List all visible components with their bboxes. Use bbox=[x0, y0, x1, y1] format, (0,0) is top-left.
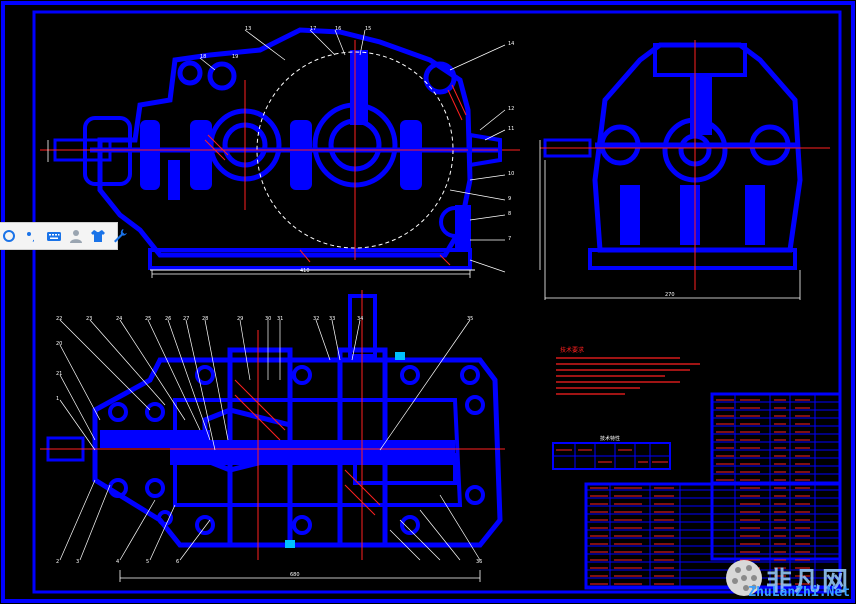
balloon-label: 20 bbox=[56, 341, 62, 347]
table-title: 技术特性 bbox=[600, 435, 620, 442]
balloon-label: 24 bbox=[116, 316, 122, 322]
side-view: 270 bbox=[539, 40, 830, 300]
wrench-icon[interactable] bbox=[112, 227, 128, 245]
plan-view: 680 bbox=[40, 290, 505, 582]
balloon-labels-top: 18 19 17 16 15 13 14 12 11 10 9 8 7 bbox=[200, 26, 514, 242]
user-icon[interactable] bbox=[68, 227, 84, 245]
zoom-icon[interactable] bbox=[2, 227, 18, 245]
svg-text:680: 680 bbox=[290, 572, 300, 578]
balloon-label: 12 bbox=[508, 106, 514, 112]
balloon-label: 13 bbox=[245, 26, 251, 32]
keyboard-icon[interactable] bbox=[46, 227, 62, 245]
balloon-label: 31 bbox=[277, 316, 283, 322]
notes-title: 技术要求 bbox=[560, 346, 584, 354]
balloon-label: 36 bbox=[476, 559, 482, 565]
balloon-label: 8 bbox=[508, 211, 511, 217]
balloon-label: 9 bbox=[508, 196, 511, 202]
svg-text:270: 270 bbox=[665, 292, 675, 298]
watermark-cn: 非凡网 bbox=[765, 567, 850, 597]
dot-settings-icon[interactable]: , bbox=[24, 227, 40, 245]
balloon-label: 33 bbox=[329, 316, 335, 322]
balloon-label: 1 bbox=[56, 396, 59, 402]
balloon-label: 10 bbox=[508, 171, 514, 177]
balloon-label: 11 bbox=[508, 126, 514, 132]
parts-list bbox=[584, 392, 842, 590]
inner-border bbox=[32, 10, 842, 594]
balloon-label: 17 bbox=[310, 26, 316, 32]
watermark-url: ZhuLanZhi.Net bbox=[748, 585, 850, 600]
floating-toolbar: , bbox=[0, 222, 127, 250]
balloon-label: 18 bbox=[200, 54, 206, 60]
balloon-label: 2 bbox=[56, 559, 59, 565]
svg-text:,: , bbox=[32, 234, 35, 244]
balloon-label: 19 bbox=[232, 54, 238, 60]
watermark-ball-icon bbox=[725, 560, 762, 596]
balloon-label: 29 bbox=[237, 316, 243, 322]
balloon-label: 30 bbox=[265, 316, 271, 322]
balloon-label: 32 bbox=[313, 316, 319, 322]
characteristics-table: 技术特性 bbox=[552, 435, 671, 470]
balloon-label: 3 bbox=[76, 559, 79, 565]
balloon-label: 7 bbox=[508, 236, 511, 242]
balloon-label: 23 bbox=[86, 316, 92, 322]
balloon-label: 28 bbox=[202, 316, 208, 322]
svg-text:410: 410 bbox=[300, 268, 310, 274]
balloon-label: 4 bbox=[116, 559, 119, 565]
technical-notes: 技术要求 bbox=[556, 346, 700, 395]
balloon-label: 14 bbox=[508, 41, 514, 47]
watermark: 非凡网 ZhuLanZhi.Net bbox=[724, 558, 850, 600]
balloon-label: 16 bbox=[335, 26, 341, 32]
balloon-label: 21 bbox=[56, 371, 62, 377]
balloon-label: 25 bbox=[145, 316, 151, 322]
shirt-icon[interactable] bbox=[90, 227, 106, 245]
balloon-label: 22 bbox=[56, 316, 62, 322]
front-view: 410 bbox=[40, 27, 520, 278]
balloon-label: 6 bbox=[176, 559, 179, 565]
balloon-label: 35 bbox=[467, 316, 473, 322]
balloon-label: 34 bbox=[357, 316, 363, 322]
balloon-label: 5 bbox=[146, 559, 149, 565]
balloon-label: 15 bbox=[365, 26, 371, 32]
balloon-label: 27 bbox=[183, 316, 189, 322]
balloon-label: 26 bbox=[165, 316, 171, 322]
